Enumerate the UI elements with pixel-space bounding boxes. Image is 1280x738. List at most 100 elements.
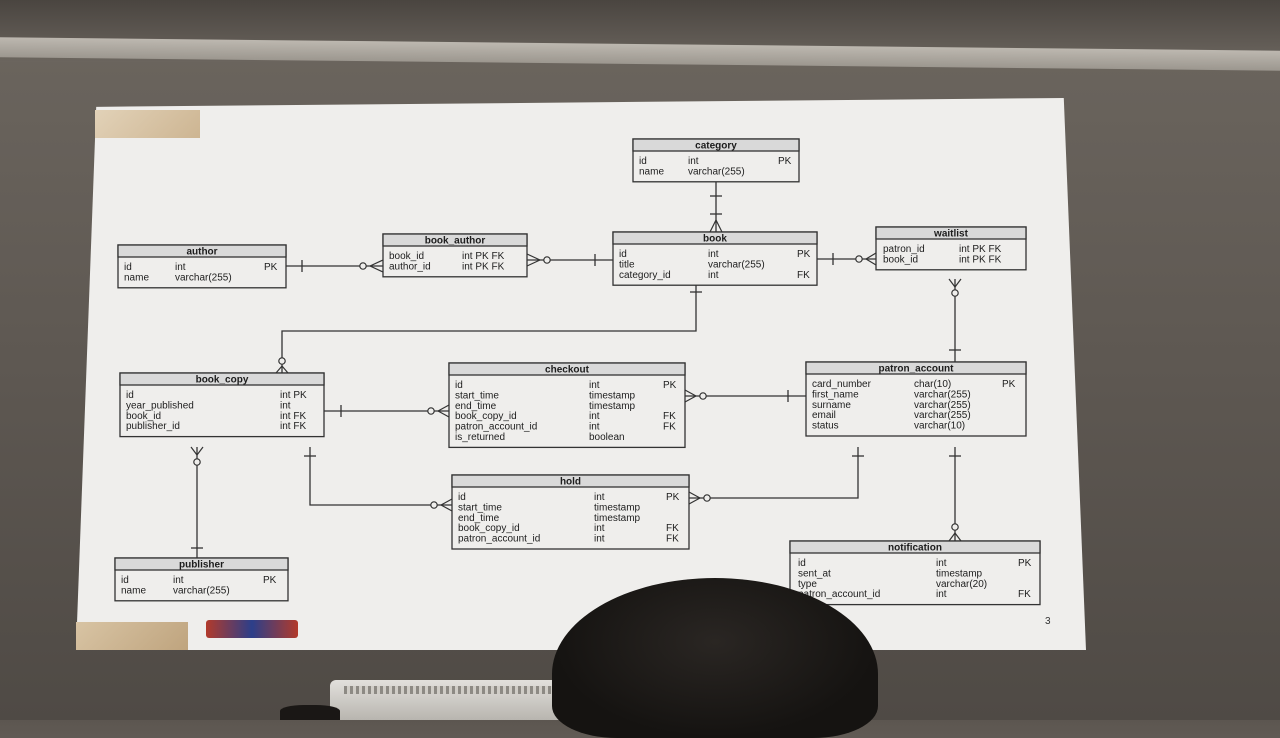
column-type: varchar(10) <box>914 421 965 432</box>
column-type: int <box>589 411 600 422</box>
column-name: card_number <box>812 379 872 390</box>
column-name: id <box>458 492 466 503</box>
column-name: first_name <box>812 389 859 400</box>
zero-marker <box>951 289 959 297</box>
column-key: PK <box>797 249 811 260</box>
table-header <box>117 244 287 258</box>
slide-logo-bottom-left <box>76 622 188 650</box>
column-type: boolean <box>589 432 625 443</box>
column-name: id <box>124 262 132 273</box>
column-type: int PK FK <box>959 244 1002 255</box>
zero-marker <box>193 458 201 466</box>
column-type: int PK FK <box>462 261 505 272</box>
zero-marker <box>359 262 367 270</box>
institution-logo <box>206 620 298 638</box>
many-marker <box>709 219 723 233</box>
zero-marker <box>427 407 435 415</box>
table-title: category <box>695 141 737 152</box>
column-key: PK <box>666 492 680 503</box>
column-name: id <box>121 575 129 586</box>
table-title: book_author <box>425 236 486 247</box>
zero-marker <box>278 357 286 365</box>
column-type: varchar(255) <box>914 389 971 400</box>
column-key: FK <box>663 422 676 433</box>
column-name: patron_account_id <box>458 534 540 545</box>
zero-marker <box>855 255 863 263</box>
column-type: int FK <box>280 421 306 432</box>
column-name: book_id <box>126 411 161 422</box>
column-name: name <box>124 272 149 283</box>
column-type: int <box>280 400 291 411</box>
column-type: int <box>708 249 719 260</box>
column-type: timestamp <box>594 513 641 524</box>
column-name: name <box>639 166 664 177</box>
column-name: end_time <box>455 401 497 412</box>
column-name: end_time <box>458 513 500 524</box>
table-title: book_copy <box>196 375 249 386</box>
column-name: book_id <box>883 254 918 265</box>
column-name: author_id <box>389 261 431 272</box>
many-marker <box>275 365 289 374</box>
column-key: PK <box>264 262 278 273</box>
column-type: varchar(255) <box>914 410 971 421</box>
relationship-line-9 <box>309 447 452 506</box>
column-type: int <box>936 558 947 569</box>
table-header <box>448 362 686 376</box>
many-marker <box>865 252 877 266</box>
many-marker <box>688 491 701 505</box>
column-type: int <box>708 270 719 281</box>
column-name: patron_id <box>883 244 925 255</box>
column-name: id <box>798 558 806 569</box>
column-type: int <box>936 589 947 600</box>
many-marker <box>437 404 450 418</box>
many-marker <box>190 446 204 456</box>
table-header <box>114 557 289 571</box>
table-title: patron_account <box>878 364 954 375</box>
column-name: sent_at <box>798 568 831 579</box>
column-type: timestamp <box>589 401 636 412</box>
column-name: id <box>639 156 647 167</box>
column-type: varchar(255) <box>173 585 230 596</box>
column-type: varchar(255) <box>708 259 765 270</box>
column-name: status <box>812 421 839 432</box>
column-type: int <box>175 262 186 273</box>
relationship-line-10 <box>689 447 859 499</box>
table-header <box>875 226 1027 240</box>
column-name: type <box>798 579 817 590</box>
column-name: book_id <box>389 251 424 262</box>
table-header <box>451 474 690 488</box>
column-type: int <box>594 523 605 534</box>
column-type: timestamp <box>589 390 636 401</box>
column-name: year_published <box>126 400 194 411</box>
table-title: book <box>703 234 727 245</box>
many-marker <box>948 278 962 288</box>
audience-head <box>552 578 878 738</box>
table-header <box>632 138 800 152</box>
audience-object <box>280 705 340 720</box>
slide-logo-top-left <box>95 110 200 138</box>
column-type: int <box>688 156 699 167</box>
many-marker <box>369 259 384 273</box>
many-marker <box>440 498 453 512</box>
column-type: timestamp <box>594 502 641 513</box>
column-type: timestamp <box>936 568 983 579</box>
column-type: int PK <box>280 390 307 401</box>
page-number: 3 <box>1045 616 1051 627</box>
column-name: id <box>455 380 463 391</box>
column-key: FK <box>1018 589 1031 600</box>
column-type: varchar(20) <box>936 579 987 590</box>
column-key: FK <box>666 534 679 545</box>
zero-marker <box>543 256 551 264</box>
table-header <box>612 231 818 245</box>
column-key: PK <box>1002 379 1016 390</box>
column-key: PK <box>1018 558 1032 569</box>
column-name: patron_account_id <box>798 589 880 600</box>
projector-vent <box>344 686 554 694</box>
zero-marker <box>699 392 707 400</box>
column-name: category_id <box>619 270 671 281</box>
